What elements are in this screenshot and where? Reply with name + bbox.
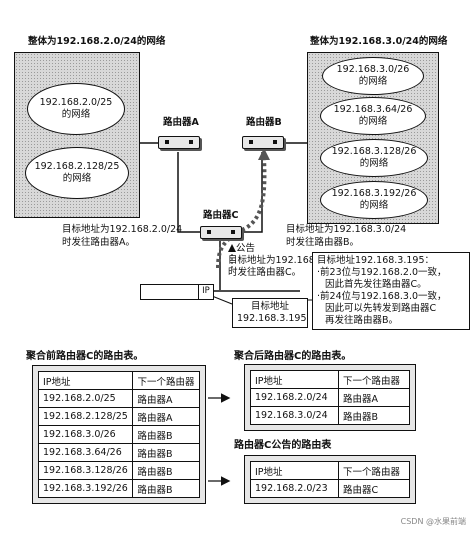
explanation-b1-l1: ·前23位与192.168.2.0一致， bbox=[317, 267, 447, 278]
table-cell: 192.168.3.64/26 bbox=[37, 443, 134, 462]
subnet-b2-line2: 的网络 bbox=[358, 116, 388, 127]
table-after-caption: 聚合后路由器C的路由表。 bbox=[234, 351, 352, 362]
table-cell: 路由器A bbox=[132, 389, 200, 408]
network-a-title: 整体为192.168.2.0/24的网络 bbox=[28, 36, 166, 47]
ip-packet-label: IP bbox=[198, 285, 213, 299]
packet-path bbox=[216, 157, 267, 269]
subnet-b3-line1: 192.168.3.128/26 bbox=[331, 146, 417, 157]
router-a-label: 路由器A bbox=[163, 117, 199, 128]
subnet-b1-line1: 192.168.3.0/26 bbox=[336, 64, 410, 75]
explanation-b2-l1: ·前24位与192.168.3.0一致， bbox=[317, 291, 447, 302]
subnet-a1-line1: 192.168.2.0/25 bbox=[39, 97, 113, 108]
table-header-cell: IP地址 bbox=[37, 371, 134, 390]
subnet-b1: 192.168.3.0/26 的网络 bbox=[322, 57, 424, 95]
subnet-b3: 192.168.3.128/26 的网络 bbox=[320, 139, 428, 177]
explanation-b2-l3: 再发往路由器B。 bbox=[325, 315, 399, 326]
subnet-b2: 192.168.3.64/26 的网络 bbox=[320, 97, 426, 135]
subnet-b1-line2: 的网络 bbox=[358, 76, 388, 87]
table-header-cell: 下一个路由器 bbox=[337, 461, 411, 480]
explanation-title: 目标地址192.168.3.195： bbox=[317, 255, 435, 266]
link-routerb-routerc bbox=[240, 152, 263, 233]
router-c-label: 路由器C bbox=[203, 210, 239, 221]
route-to-b-line1: 目标地址为192.168.3.0/24 bbox=[286, 224, 407, 235]
table-cell: 192.168.3.0/26 bbox=[37, 425, 134, 444]
explanation-box: 目标地址192.168.3.195： ·前23位与192.168.2.0一致， … bbox=[312, 252, 470, 330]
table-header-cell: 下一个路由器 bbox=[337, 370, 411, 389]
table-header-row: IP地址 下一个路由器 bbox=[250, 370, 411, 389]
subnet-a2: 192.168.2.128/25 的网络 bbox=[25, 147, 129, 199]
watermark: CSDN @水果前端 bbox=[400, 517, 466, 526]
packet-arrowhead bbox=[258, 148, 270, 160]
table-header-row: IP地址 下一个路由器 bbox=[250, 461, 411, 480]
advert-label: 公告 bbox=[236, 243, 256, 254]
route-to-b-line2: 时发往路由器B。 bbox=[286, 237, 360, 248]
explanation-b1-l2: 因此首先发往路由器C。 bbox=[325, 279, 427, 290]
table-cell: 192.168.3.192/26 bbox=[37, 479, 134, 498]
subnet-b4-line2: 的网络 bbox=[359, 200, 389, 211]
table-cell: 192.168.2.0/25 bbox=[37, 389, 134, 408]
table-before-caption: 聚合前路由器C的路由表。 bbox=[26, 351, 144, 362]
table-cell: 路由器A bbox=[132, 407, 200, 426]
table-cell: 192.168.2.128/25 bbox=[37, 407, 134, 426]
table-cell: 192.168.2.0/24 bbox=[250, 388, 339, 407]
subnet-b2-line1: 192.168.3.64/26 bbox=[333, 104, 413, 115]
table-cell: 路由器A bbox=[337, 388, 411, 407]
table-cell: 路由器B bbox=[337, 406, 411, 425]
table-cell: 192.168.3.0/24 bbox=[250, 406, 339, 425]
link-routera-routerc bbox=[177, 152, 202, 233]
subnet-b4-line1: 192.168.3.192/26 bbox=[331, 188, 417, 199]
network-b: 192.168.3.0/26 的网络 192.168.3.64/26 的网络 1… bbox=[307, 52, 439, 224]
table-cell: 路由器B bbox=[132, 443, 200, 462]
subnet-a2-line1: 192.168.2.128/25 bbox=[34, 161, 120, 172]
destination-label: 目标地址 bbox=[250, 301, 289, 312]
router-b-label: 路由器B bbox=[246, 117, 282, 128]
subnet-b4: 192.168.3.192/26 的网络 bbox=[320, 181, 428, 219]
route-to-c-line1: 目标地址为192.168.2.0/23 bbox=[228, 255, 349, 266]
ip-pointer bbox=[211, 295, 233, 305]
subnet-a1-line2: 的网络 bbox=[61, 109, 91, 120]
route-to-a-line2: 时发往路由器A。 bbox=[62, 237, 135, 248]
table-cell: 路由器B bbox=[132, 479, 200, 498]
network-a: 192.168.2.0/25 的网络 192.168.2.128/25 的网络 bbox=[14, 52, 140, 218]
ip-packet: IP bbox=[140, 284, 214, 300]
table-cell: 路由器B bbox=[132, 425, 200, 444]
table-cell: 192.168.2.0/23 bbox=[250, 479, 339, 498]
explanation-b2-l2: 因此可以先转发到路由器C bbox=[325, 303, 437, 314]
destination-address: 192.168.3.195 bbox=[237, 313, 307, 324]
router-c-icon bbox=[200, 226, 242, 239]
subnet-b3-line2: 的网络 bbox=[359, 158, 389, 169]
subnet-a2-line2: 的网络 bbox=[62, 173, 92, 184]
subnet-a1: 192.168.2.0/25 的网络 bbox=[27, 83, 125, 135]
table-cell: 路由器B bbox=[132, 461, 200, 480]
table-cell: 192.168.3.128/26 bbox=[37, 461, 134, 480]
table-header-cell: IP地址 bbox=[250, 370, 339, 389]
route-to-c-line2: 时发往路由器C。 bbox=[228, 267, 302, 278]
destination-box: 目标地址 192.168.3.195 bbox=[232, 298, 308, 328]
table-header-cell: 下一个路由器 bbox=[132, 371, 200, 390]
table-advert-caption: 路由器C公告的路由表 bbox=[234, 440, 332, 451]
route-to-a-line1: 目标地址为192.168.2.0/24 bbox=[62, 224, 183, 235]
table-cell: 路由器C bbox=[337, 479, 411, 498]
router-a-icon bbox=[158, 136, 200, 149]
table-header-row: IP地址 下一个路由器 bbox=[37, 371, 200, 390]
router-b-icon bbox=[242, 136, 284, 149]
network-b-title: 整体为192.168.3.0/24的网络 bbox=[310, 36, 448, 47]
table-header-cell: IP地址 bbox=[250, 461, 339, 480]
